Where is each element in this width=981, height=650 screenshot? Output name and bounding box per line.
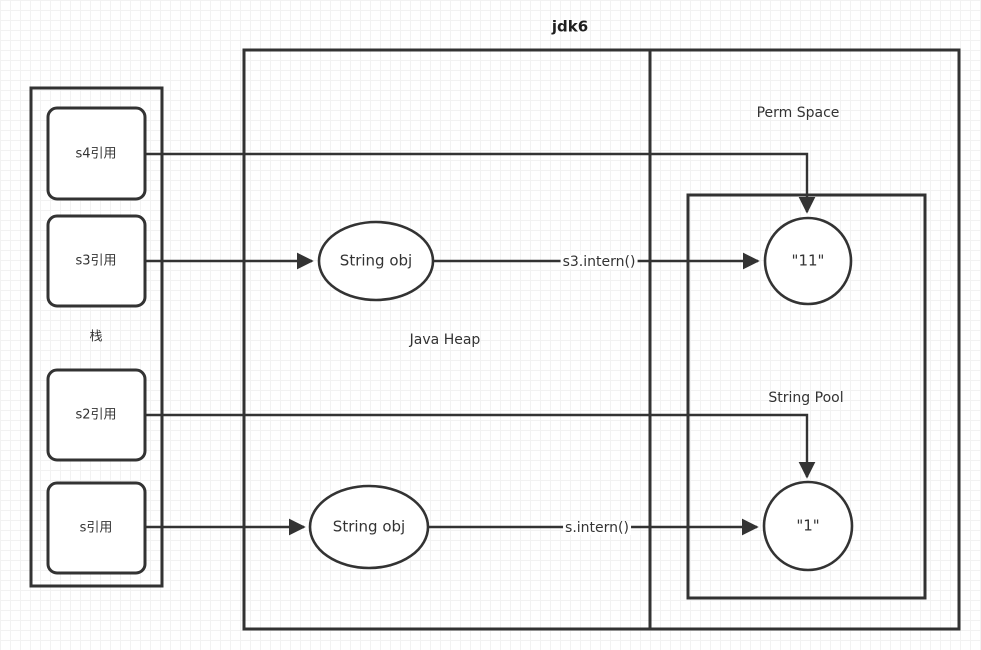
jvm-outer-box — [242, 48, 961, 631]
pool-entry-label-11: "11" — [791, 251, 825, 270]
pool-entry-label-1: "1" — [796, 516, 820, 535]
heap-object-label-1: String obj — [339, 251, 413, 270]
stack-region-label: 栈 — [89, 329, 103, 345]
string-pool-label: String Pool — [768, 390, 844, 406]
edge-label-s-intern: s.intern() — [563, 520, 631, 536]
heap-object-label-2: String obj — [332, 517, 406, 536]
stack-cell-label-s3: s3引用 — [75, 253, 117, 269]
java-heap-label: Java Heap — [409, 332, 481, 348]
edge-s4-to-pool-11 — [145, 152, 816, 214]
stack-cell-label-s4: s4引用 — [75, 146, 117, 162]
edge-label-s3-intern: s3.intern() — [560, 254, 638, 270]
edge-s2-to-pool-1 — [145, 413, 816, 479]
perm-space-label: Perm Space — [756, 105, 840, 121]
stack-cell-label-s2: s2引用 — [75, 407, 117, 423]
stack-cell-label-s: s引用 — [79, 520, 113, 536]
diagram-title: jdk6 — [551, 17, 589, 36]
